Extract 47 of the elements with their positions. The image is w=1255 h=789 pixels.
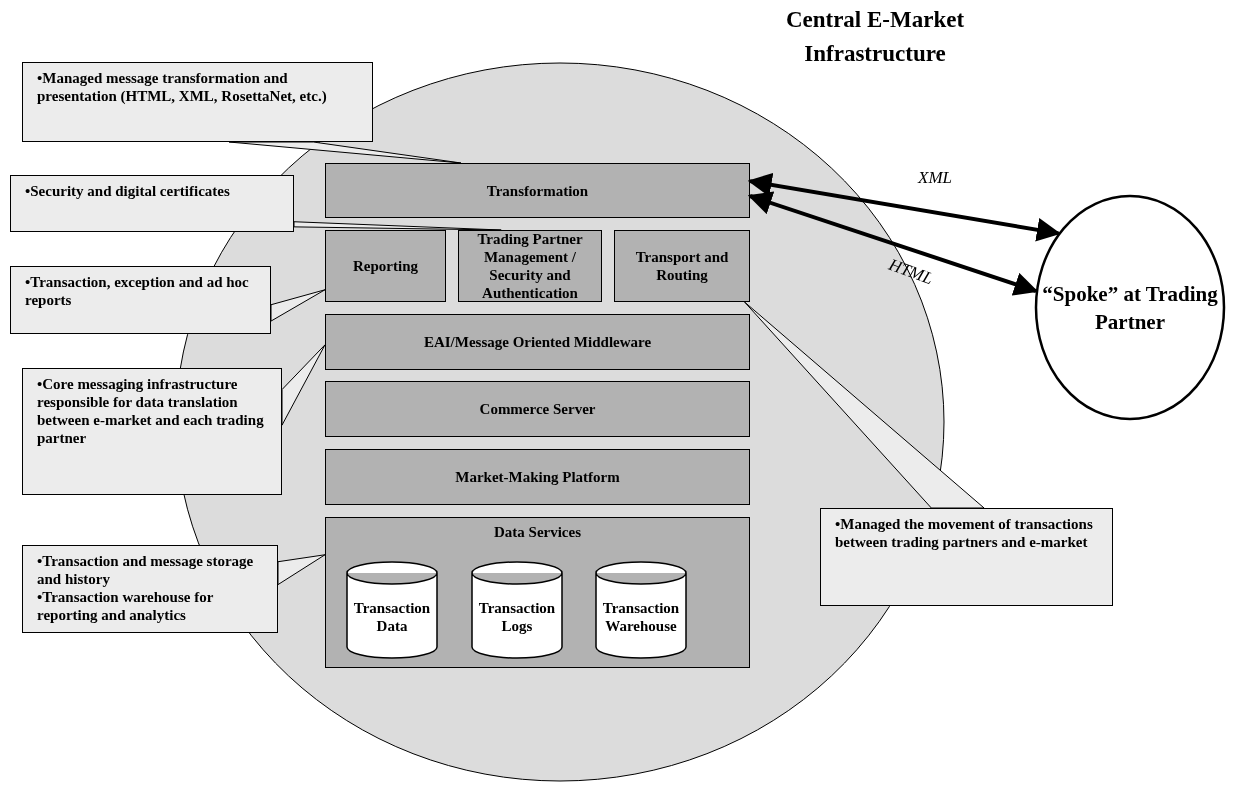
callout-box (10, 175, 294, 232)
node-label: Transaction Logs (477, 599, 557, 635)
node-label: Transaction Data (352, 599, 432, 635)
layer-box (458, 230, 602, 302)
diagram-heading: Central E-Market Infrastructure (784, 6, 966, 68)
callout-pointer (293, 221, 502, 231)
callout-text: •Transaction warehouse for reporting and analytics (37, 588, 215, 624)
double-arrow (747, 191, 1039, 296)
callout-pointer (270, 289, 326, 322)
node-label: “Spoke” at Trading Partner (1041, 280, 1219, 336)
layer-box (325, 381, 750, 437)
node-label: Trading Partner Management / Security and Authentication (476, 230, 584, 302)
database-cylinder (595, 561, 687, 659)
callout-text: •Transaction and message storage and history (37, 552, 255, 588)
edge-label: XML (918, 168, 952, 188)
callout-text: •Managed the movement of transactions between trading partners and e-market (835, 515, 1094, 551)
callout-pointer (277, 554, 326, 586)
callout-text: •Core messaging infrastructure responsible for data translation between e-market and each trading partner (37, 375, 265, 447)
callout-text: •Security and digital certificates (25, 182, 231, 200)
callout-pointer (744, 301, 985, 509)
callout-text: •Managed message transformation and presentation (HTML, XML, RosettaNet, etc.) (37, 69, 328, 105)
double-arrow (747, 172, 1061, 242)
callout-box (22, 368, 282, 495)
layer-box (325, 314, 750, 370)
callout-box (820, 508, 1113, 606)
callout-pointer (228, 141, 462, 164)
database-cylinder (471, 561, 563, 659)
database-cylinder (346, 561, 438, 659)
edge-label: HTML (885, 254, 936, 290)
group-title: Data Services (492, 523, 583, 541)
node-label: Transaction Warehouse (601, 599, 681, 635)
node-label: Commerce Server (479, 400, 596, 418)
node-label: Reporting (353, 257, 418, 275)
callout-pointer (281, 344, 326, 426)
layer-box (325, 449, 750, 505)
node-label: Transport and Routing (634, 248, 730, 284)
group-box (325, 517, 750, 668)
partner-circle (1035, 195, 1225, 420)
layer-box (325, 163, 750, 218)
node-label: Market-Making Platform (455, 468, 620, 486)
node-label: Transformation (486, 181, 589, 200)
layer-box (614, 230, 750, 302)
node-label: EAI/Message Oriented Middleware (423, 333, 652, 351)
layer-box (325, 230, 446, 302)
callout-box (22, 545, 278, 633)
callout-text: •Transaction, exception and ad hoc reports (25, 273, 250, 309)
callout-box (10, 266, 271, 334)
